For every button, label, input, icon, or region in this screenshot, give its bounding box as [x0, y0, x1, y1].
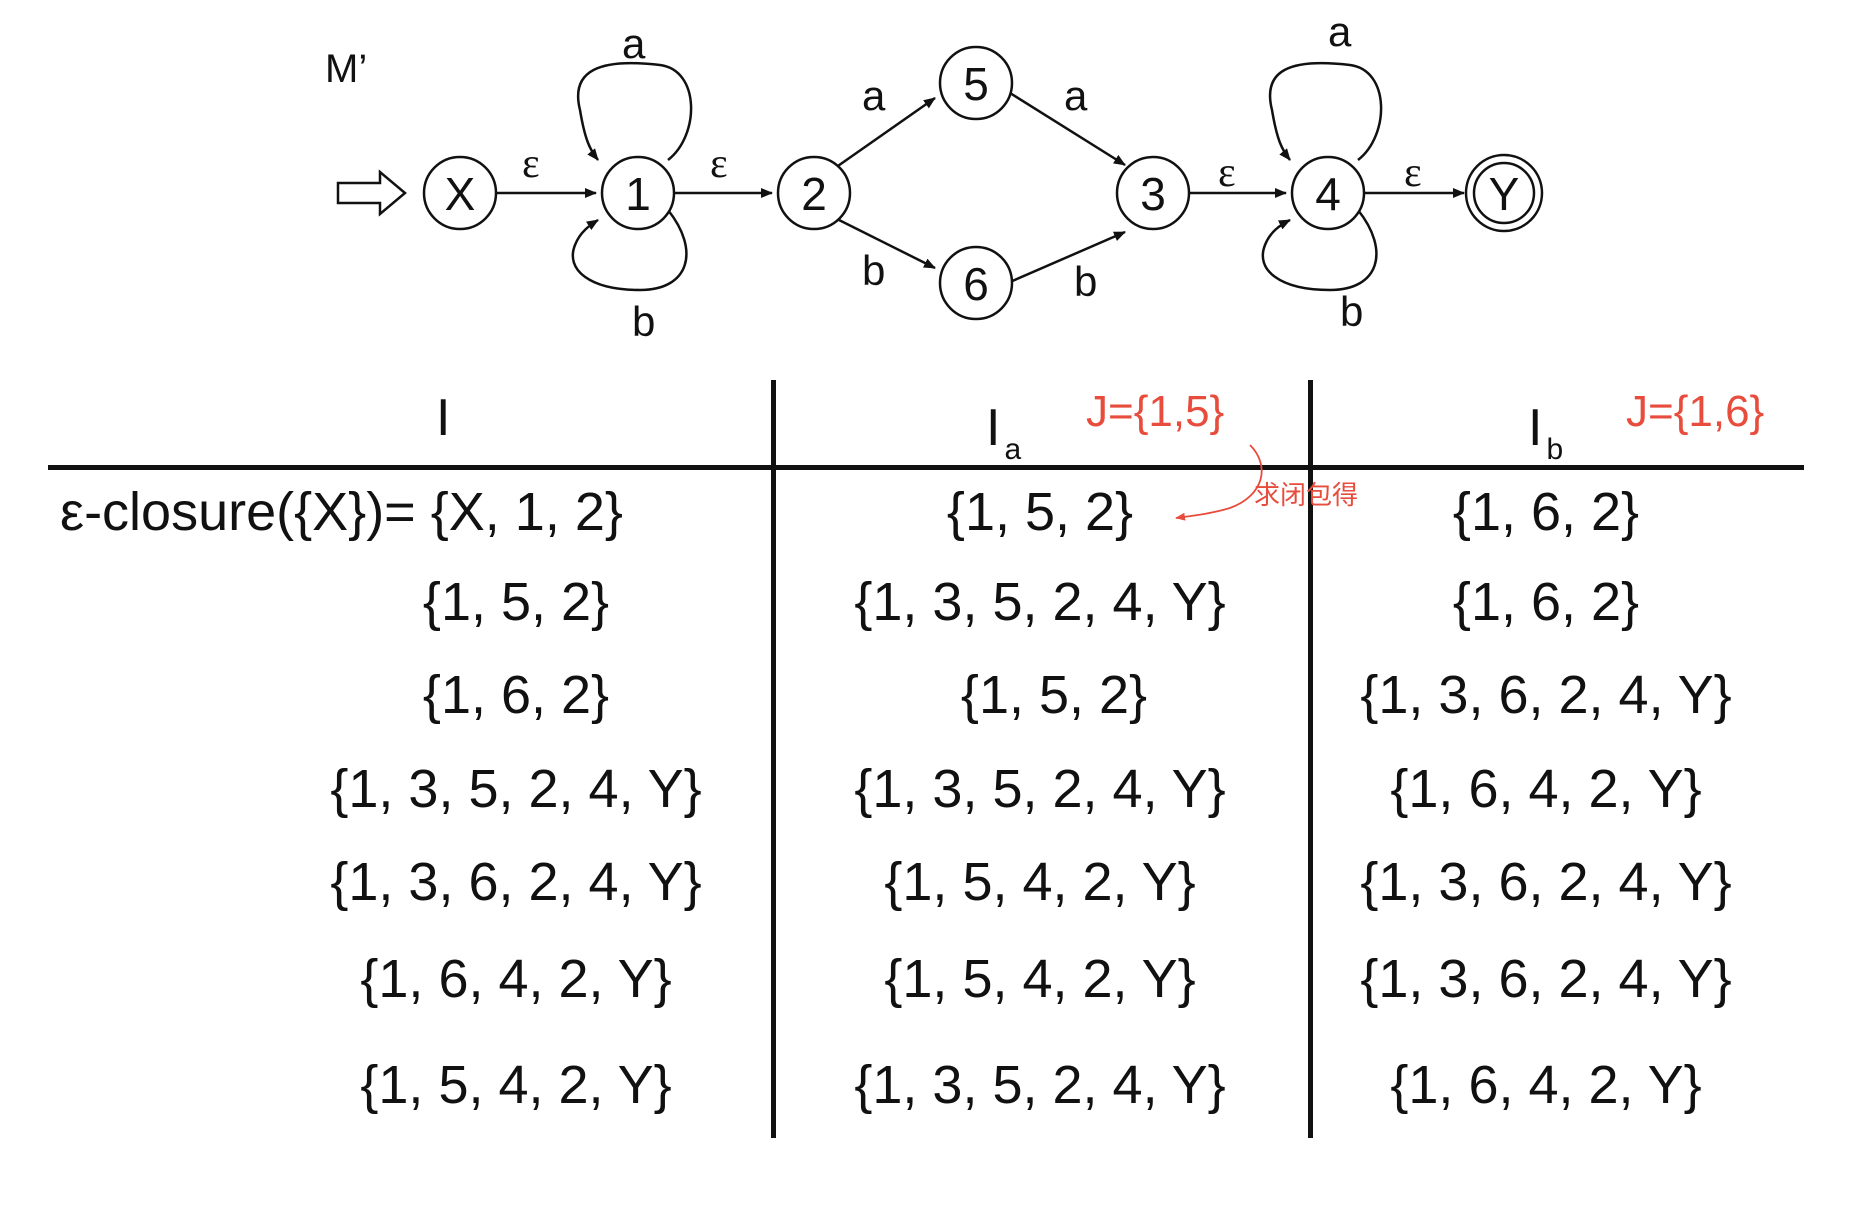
table-cell-ib: {1, 6, 4, 2, Y} [1390, 759, 1702, 819]
state-2: 2 [776, 155, 852, 231]
state-1: 1 [600, 155, 676, 231]
edge-label-6-3: b [1074, 258, 1097, 305]
header-ia-subscript: a [1004, 433, 1022, 466]
state-label-y: Y [1489, 168, 1520, 220]
table-cell-ib: {1, 6, 2} [1452, 482, 1640, 542]
table-cell-i: ε-closure({X})= {X, 1, 2} [60, 482, 623, 542]
closure-note: 求闭包得 [1254, 480, 1359, 510]
table-cell-i: {1, 6, 4, 2, Y} [360, 949, 672, 1009]
edge-label-x-1: ε [522, 141, 540, 187]
edge-label-4-4-b: b [1340, 288, 1363, 335]
edge-5-3 [1009, 91, 1126, 167]
edge-4-4-b [1261, 209, 1378, 292]
state-6: 6 [938, 245, 1014, 321]
edge-1-1-b [571, 209, 688, 292]
table-cell-ia: {1, 5, 2} [960, 665, 1148, 725]
start-arrow [336, 169, 407, 217]
edge-label-1-1-b: b [632, 298, 655, 345]
column-divider-2 [1308, 380, 1313, 1138]
state-y-final: Y [1464, 153, 1544, 233]
table-cell-ia: {1, 5, 4, 2, Y} [884, 852, 1196, 912]
edge-label-4-4-a: a [1328, 8, 1352, 55]
edge-label-5-3: a [1064, 72, 1088, 119]
header-rule [48, 465, 1804, 470]
table-cell-ib: {1, 6, 4, 2, Y} [1390, 1055, 1702, 1115]
table-cell-ib: {1, 3, 6, 2, 4, Y} [1360, 665, 1732, 725]
state-label-5: 5 [963, 58, 989, 110]
edge-label-1-1-a: a [622, 20, 646, 67]
state-3: 3 [1115, 155, 1191, 231]
column-divider-1 [771, 380, 776, 1138]
edge-label-2-6: b [862, 247, 885, 294]
table-cell-i: {1, 3, 5, 2, 4, Y} [330, 759, 702, 819]
table-cell-ia: {1, 3, 5, 2, 4, Y} [854, 759, 1226, 819]
state-x: X [422, 155, 498, 231]
ib-j-note: J={1,6} [1626, 387, 1765, 436]
table-cell-ib: {1, 6, 2} [1452, 572, 1640, 632]
state-label-1: 1 [625, 168, 651, 220]
edge-1-1-a [577, 61, 693, 161]
table-cell-i: {1, 6, 2} [422, 665, 610, 725]
ia-j-note: J={1,5} [1086, 387, 1225, 436]
state-5: 5 [938, 45, 1014, 121]
table-cell-i: {1, 3, 6, 2, 4, Y} [330, 852, 702, 912]
closure-arrow [1175, 444, 1263, 521]
edge-label-3-4: ε [1218, 150, 1236, 196]
table-cell-ia: {1, 5, 2} [946, 482, 1134, 542]
edge-label-2-5: a [862, 72, 886, 119]
state-label-x: X [445, 168, 476, 220]
header-ib-subscript: b [1546, 433, 1564, 466]
state-label-3: 3 [1140, 168, 1166, 220]
table-cell-i: {1, 5, 2} [422, 572, 610, 632]
nfa-diagram: M’ ε a b ε a b a b ε a b ε X 1 2 5 6 [325, 8, 1544, 345]
state-label-6: 6 [963, 258, 989, 310]
table-cell-ia: {1, 3, 5, 2, 4, Y} [854, 1055, 1226, 1115]
edge-label-1-2: ε [710, 141, 728, 187]
edge-2-6 [834, 216, 936, 270]
table-cell-ia: {1, 3, 5, 2, 4, Y} [854, 572, 1226, 632]
edge-4-4-a [1268, 61, 1383, 161]
edge-label-4-y: ε [1404, 150, 1422, 196]
edge-2-5 [834, 96, 936, 170]
state-label-4: 4 [1315, 168, 1341, 220]
machine-label: M’ [325, 47, 367, 91]
table-cell-ib: {1, 3, 6, 2, 4, Y} [1360, 949, 1732, 1009]
header-i: I [436, 389, 451, 447]
table-cell-ia: {1, 5, 4, 2, Y} [884, 949, 1196, 1009]
table-cell-i: {1, 5, 4, 2, Y} [360, 1055, 672, 1115]
edge-6-3 [1009, 230, 1126, 284]
state-label-2: 2 [801, 168, 827, 220]
state-4: 4 [1290, 155, 1366, 231]
table-cell-ib: {1, 3, 6, 2, 4, Y} [1360, 852, 1732, 912]
